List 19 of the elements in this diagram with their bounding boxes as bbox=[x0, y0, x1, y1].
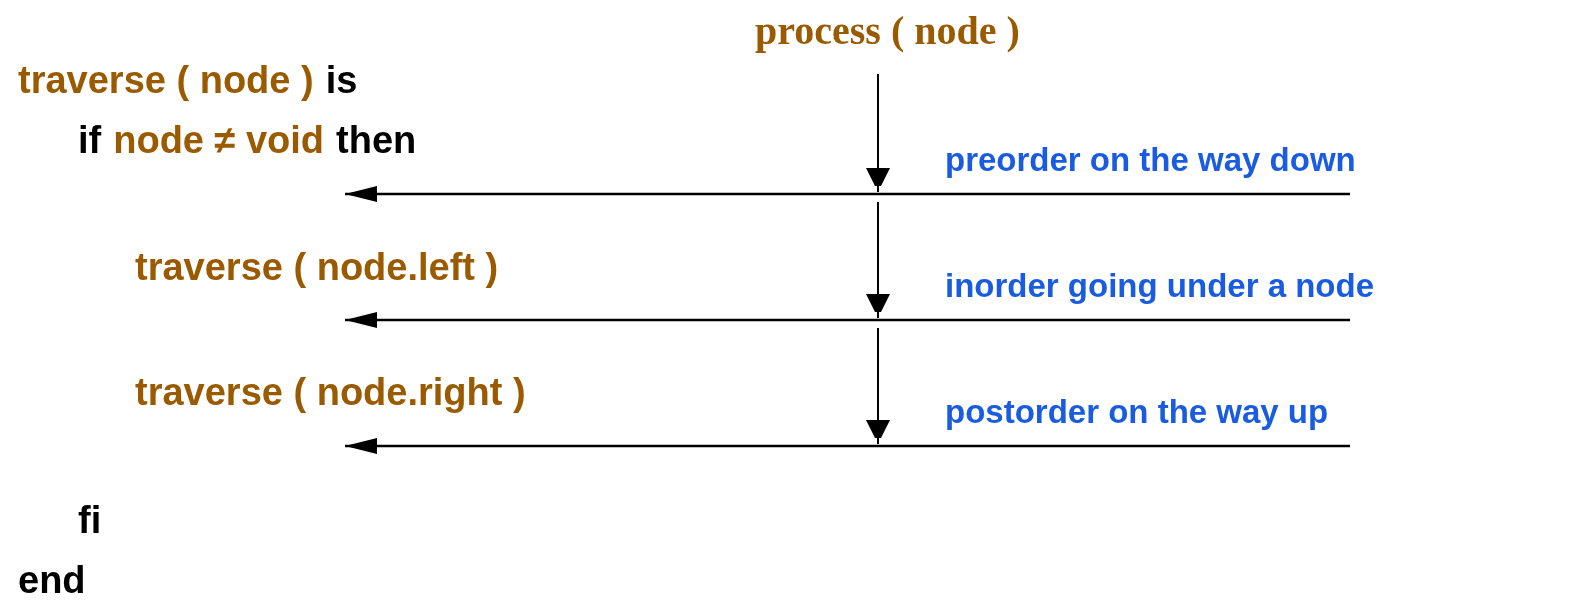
traversal-arrow bbox=[345, 312, 1350, 328]
code-expression: node ≠ void bbox=[113, 119, 325, 161]
code-keyword: then bbox=[336, 119, 417, 161]
arrow bbox=[866, 201, 890, 319]
code-keyword: end bbox=[18, 559, 86, 601]
code-expression: traverse ( node.right ) bbox=[135, 371, 526, 413]
code-expression: traverse ( node ) bbox=[18, 59, 314, 101]
function-call-label: process ( node ) bbox=[755, 8, 1020, 54]
traversal-arrow bbox=[345, 438, 1350, 454]
code-keyword: is bbox=[325, 59, 358, 101]
traversal-label: inorder going under a node bbox=[945, 266, 1374, 306]
arrow bbox=[866, 327, 890, 445]
code-keyword: if bbox=[78, 119, 102, 161]
traversal-label: postorder on the way up bbox=[945, 392, 1329, 432]
code-expression: traverse ( node.left ) bbox=[135, 246, 499, 288]
traversal-arrow bbox=[345, 186, 1350, 202]
traversal-label: preorder on the way down bbox=[945, 140, 1356, 180]
arrow bbox=[866, 73, 890, 193]
code-keyword: fi bbox=[78, 499, 102, 541]
